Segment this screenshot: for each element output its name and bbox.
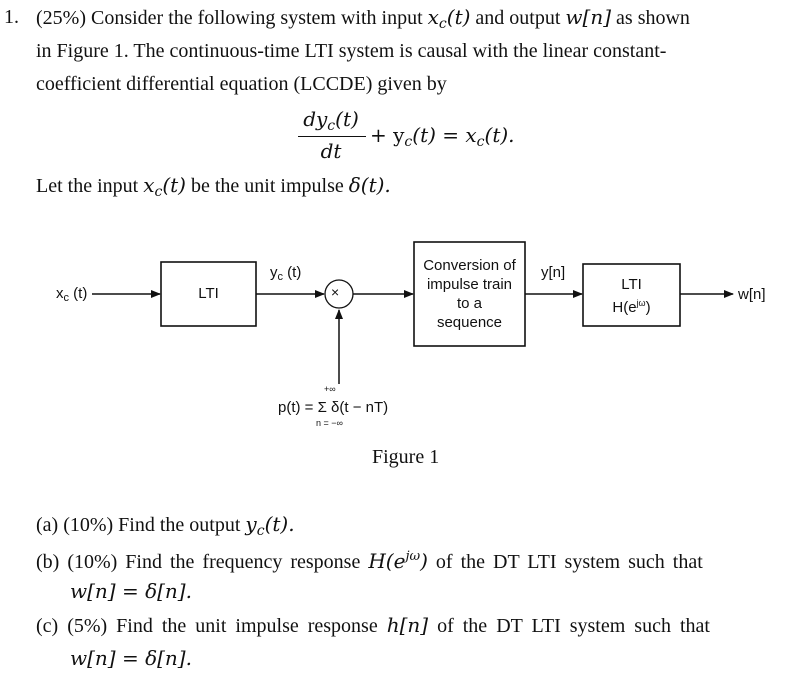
dt-lti-box (582, 263, 681, 327)
conversion-line-4: sequence (436, 314, 503, 331)
input-label: xc (t) (56, 285, 88, 304)
problem-line-1-mid: and output (475, 7, 561, 29)
pt-lower-limit: n = −∞ (316, 418, 343, 428)
equation-fraction-line (298, 136, 366, 137)
problem-line-4-b: be the unit impulse (190, 175, 344, 197)
problem-line-4-a: Let the input (36, 175, 139, 197)
problem-line-3: coefficient differential equation (LCCDE… (36, 73, 447, 95)
part-c-label: (c) (5%) Find the unit impulse response (36, 615, 378, 637)
figure-caption: Figure 1 (372, 446, 440, 468)
part-b: (b) (10%) Find the frequency response H(… (36, 544, 703, 575)
yc-label: yc (t) (270, 264, 302, 283)
part-a-label: (a) (10%) Find the output (36, 514, 241, 536)
part-b-label: (b) (10%) Find the frequency response (36, 551, 361, 573)
pt-upper-limit: +∞ (324, 384, 336, 394)
yn-label: y[n] (541, 264, 566, 281)
problem-line-2: in Figure 1. The continuous-time LTI sys… (36, 40, 667, 62)
part-b-rest: of the DT LTI system such that (435, 551, 703, 573)
problem-line-1-text: (25%) Consider the following system with… (36, 7, 423, 29)
part-c: (c) (5%) Find the unit impulse response … (36, 612, 710, 639)
conversion-line-3: to a (456, 295, 483, 312)
equation-rest: + yc(t) = xc(t). (370, 123, 515, 150)
multiplier-symbol: × (331, 284, 340, 300)
output-label: w[n] (738, 286, 766, 303)
output-var: w[n] (565, 5, 612, 29)
pt-formula: p(t) = Σ δ(t − nT) (278, 399, 389, 416)
dt-lti-box-label: LTI H(ejω) (583, 275, 680, 317)
unit-impulse: δ(t). (348, 173, 391, 197)
input-var: xc(t) (427, 5, 471, 32)
problem-line-1: (25%) Consider the following system with… (36, 4, 690, 37)
conversion-line-2: impulse train (426, 276, 513, 293)
part-c-var: h[n] (386, 613, 429, 637)
conversion-line-1: Conversion of (423, 257, 516, 274)
part-b-var: H(ejω) (368, 549, 428, 573)
part-c-rest: of the DT LTI system such that (437, 615, 710, 637)
conversion-box-label: Conversion of impulse train to a sequenc… (414, 256, 525, 332)
problem-line-1-end: as shown (616, 7, 690, 29)
problem-number: 1. (4, 6, 19, 28)
dt-lti-line-2: H(ejω) (612, 298, 651, 316)
dt-lti-line-1: LTI (621, 276, 642, 293)
part-a-var: yc(t). (245, 512, 295, 539)
lti-box-label: LTI (198, 285, 219, 302)
problem-line-4: Let the input xc(t) be the unit impulse … (36, 172, 391, 205)
part-b-line-2: w[n] = δ[n]. (70, 579, 192, 603)
equation-numerator: dyc(t) (303, 107, 359, 134)
input-var-2: xc(t) (143, 173, 186, 200)
equation-denominator: dt (320, 139, 342, 163)
part-a: (a) (10%) Find the output yc(t). (36, 511, 295, 544)
part-c-line-2: w[n] = δ[n]. (70, 646, 192, 670)
